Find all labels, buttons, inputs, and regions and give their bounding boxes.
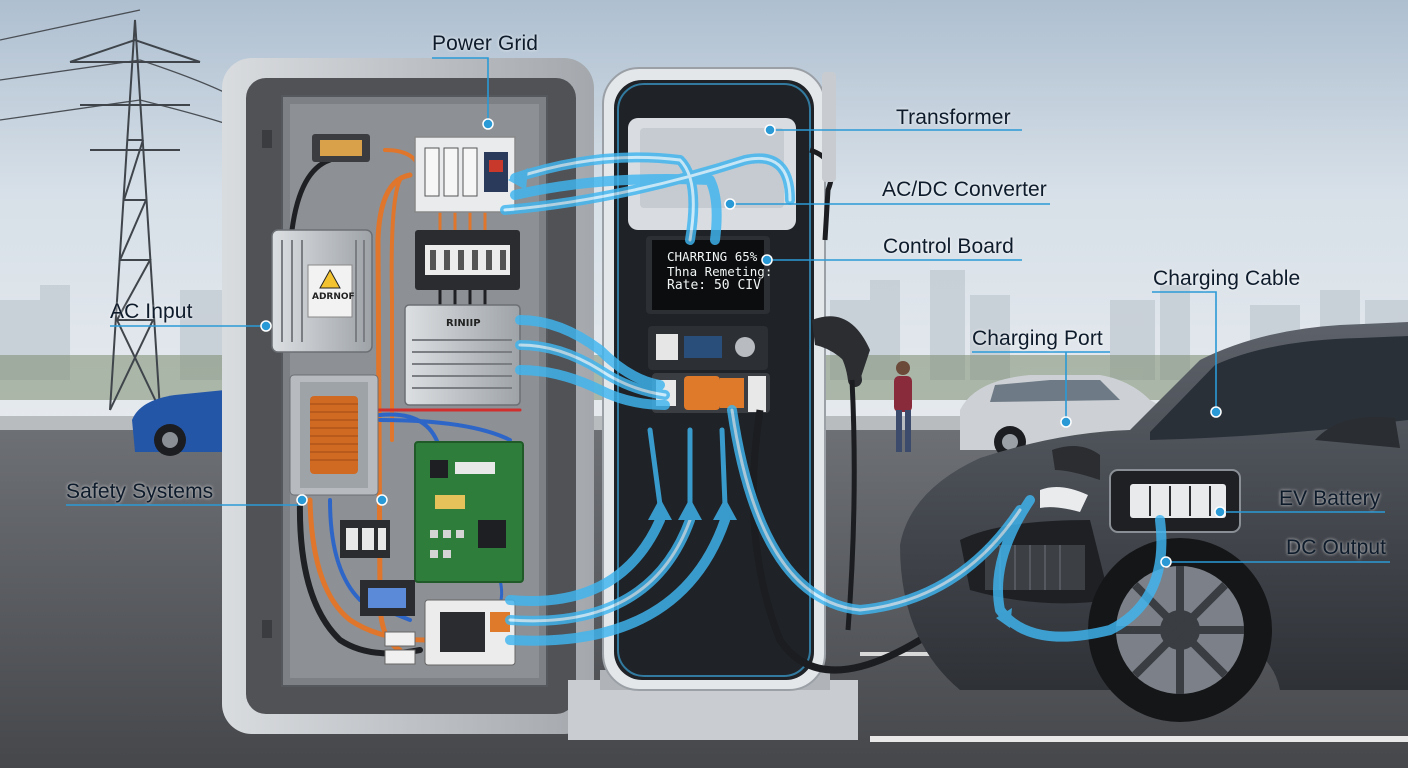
dc-output-terminal	[384, 599, 516, 666]
transformer-coil	[289, 374, 379, 496]
label-ac-input: AC Input	[110, 300, 193, 323]
label-control-board: Control Board	[883, 235, 1014, 258]
cable-holster	[812, 72, 870, 380]
pcb-board	[414, 441, 524, 583]
leader-dots	[260, 118, 1226, 568]
terminal-block	[415, 230, 520, 290]
background-blue-car	[132, 390, 225, 456]
module-text: RINIIP	[446, 318, 481, 329]
screen-line-1: CHARRING 65%	[667, 249, 758, 264]
pedestrian-woman	[894, 361, 912, 452]
circuit-breaker-block	[414, 136, 516, 213]
screen-line-2: Thna Remeting:	[667, 264, 773, 279]
energy-flow	[500, 152, 1167, 646]
label-ac-dc-converter: AC/DC Converter	[882, 178, 1047, 201]
label-dc-output: DC Output	[1286, 536, 1387, 559]
converter-module	[404, 304, 521, 406]
lane-line-2	[860, 652, 960, 656]
label-charging-cable: Charging Cable	[1153, 267, 1301, 290]
relay-box	[340, 520, 390, 558]
power-pylon	[69, 19, 201, 411]
leader-lines	[66, 57, 1390, 563]
label-ev-battery: EV Battery	[1279, 487, 1381, 510]
contactor-box	[360, 580, 415, 616]
fuse-component	[312, 134, 370, 162]
label-charging-port: Charging Port	[972, 327, 1103, 350]
label-safety-systems: Safety Systems	[66, 480, 214, 503]
warning-box-text: ADRNOF	[312, 292, 355, 302]
ac-input-module	[271, 229, 373, 353]
label-power-grid: Power Grid	[432, 32, 539, 55]
label-transformer: Transformer	[896, 106, 1011, 129]
screen-line-3: Rate: 50 CIV	[667, 278, 761, 293]
lane-line	[870, 736, 1408, 742]
